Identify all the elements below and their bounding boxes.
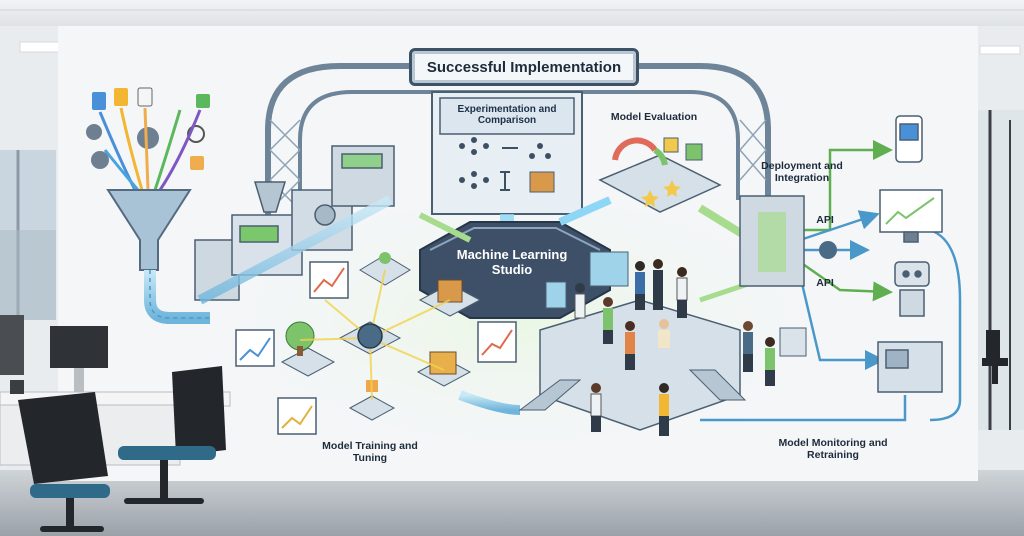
evaluation-label: Model Evaluation (606, 111, 702, 123)
ceiling-light-left (20, 42, 60, 52)
studio-label: Machine Learning Studio (452, 248, 572, 278)
diagram-title: Successful Implementation (409, 48, 639, 86)
api-label-upper: API (810, 214, 840, 226)
glass-office-right (975, 110, 1024, 430)
experimentation-label: Experimentation and Comparison (447, 97, 567, 133)
api-label-lower: API (810, 277, 840, 289)
ceiling-light-right (980, 46, 1020, 54)
ceiling (0, 0, 1024, 26)
monitoring-label: Model Monitoring and Retraining (770, 437, 896, 461)
deployment-label: Deployment and Integration (756, 160, 848, 184)
training-label: Model Training and Tuning (320, 440, 420, 464)
